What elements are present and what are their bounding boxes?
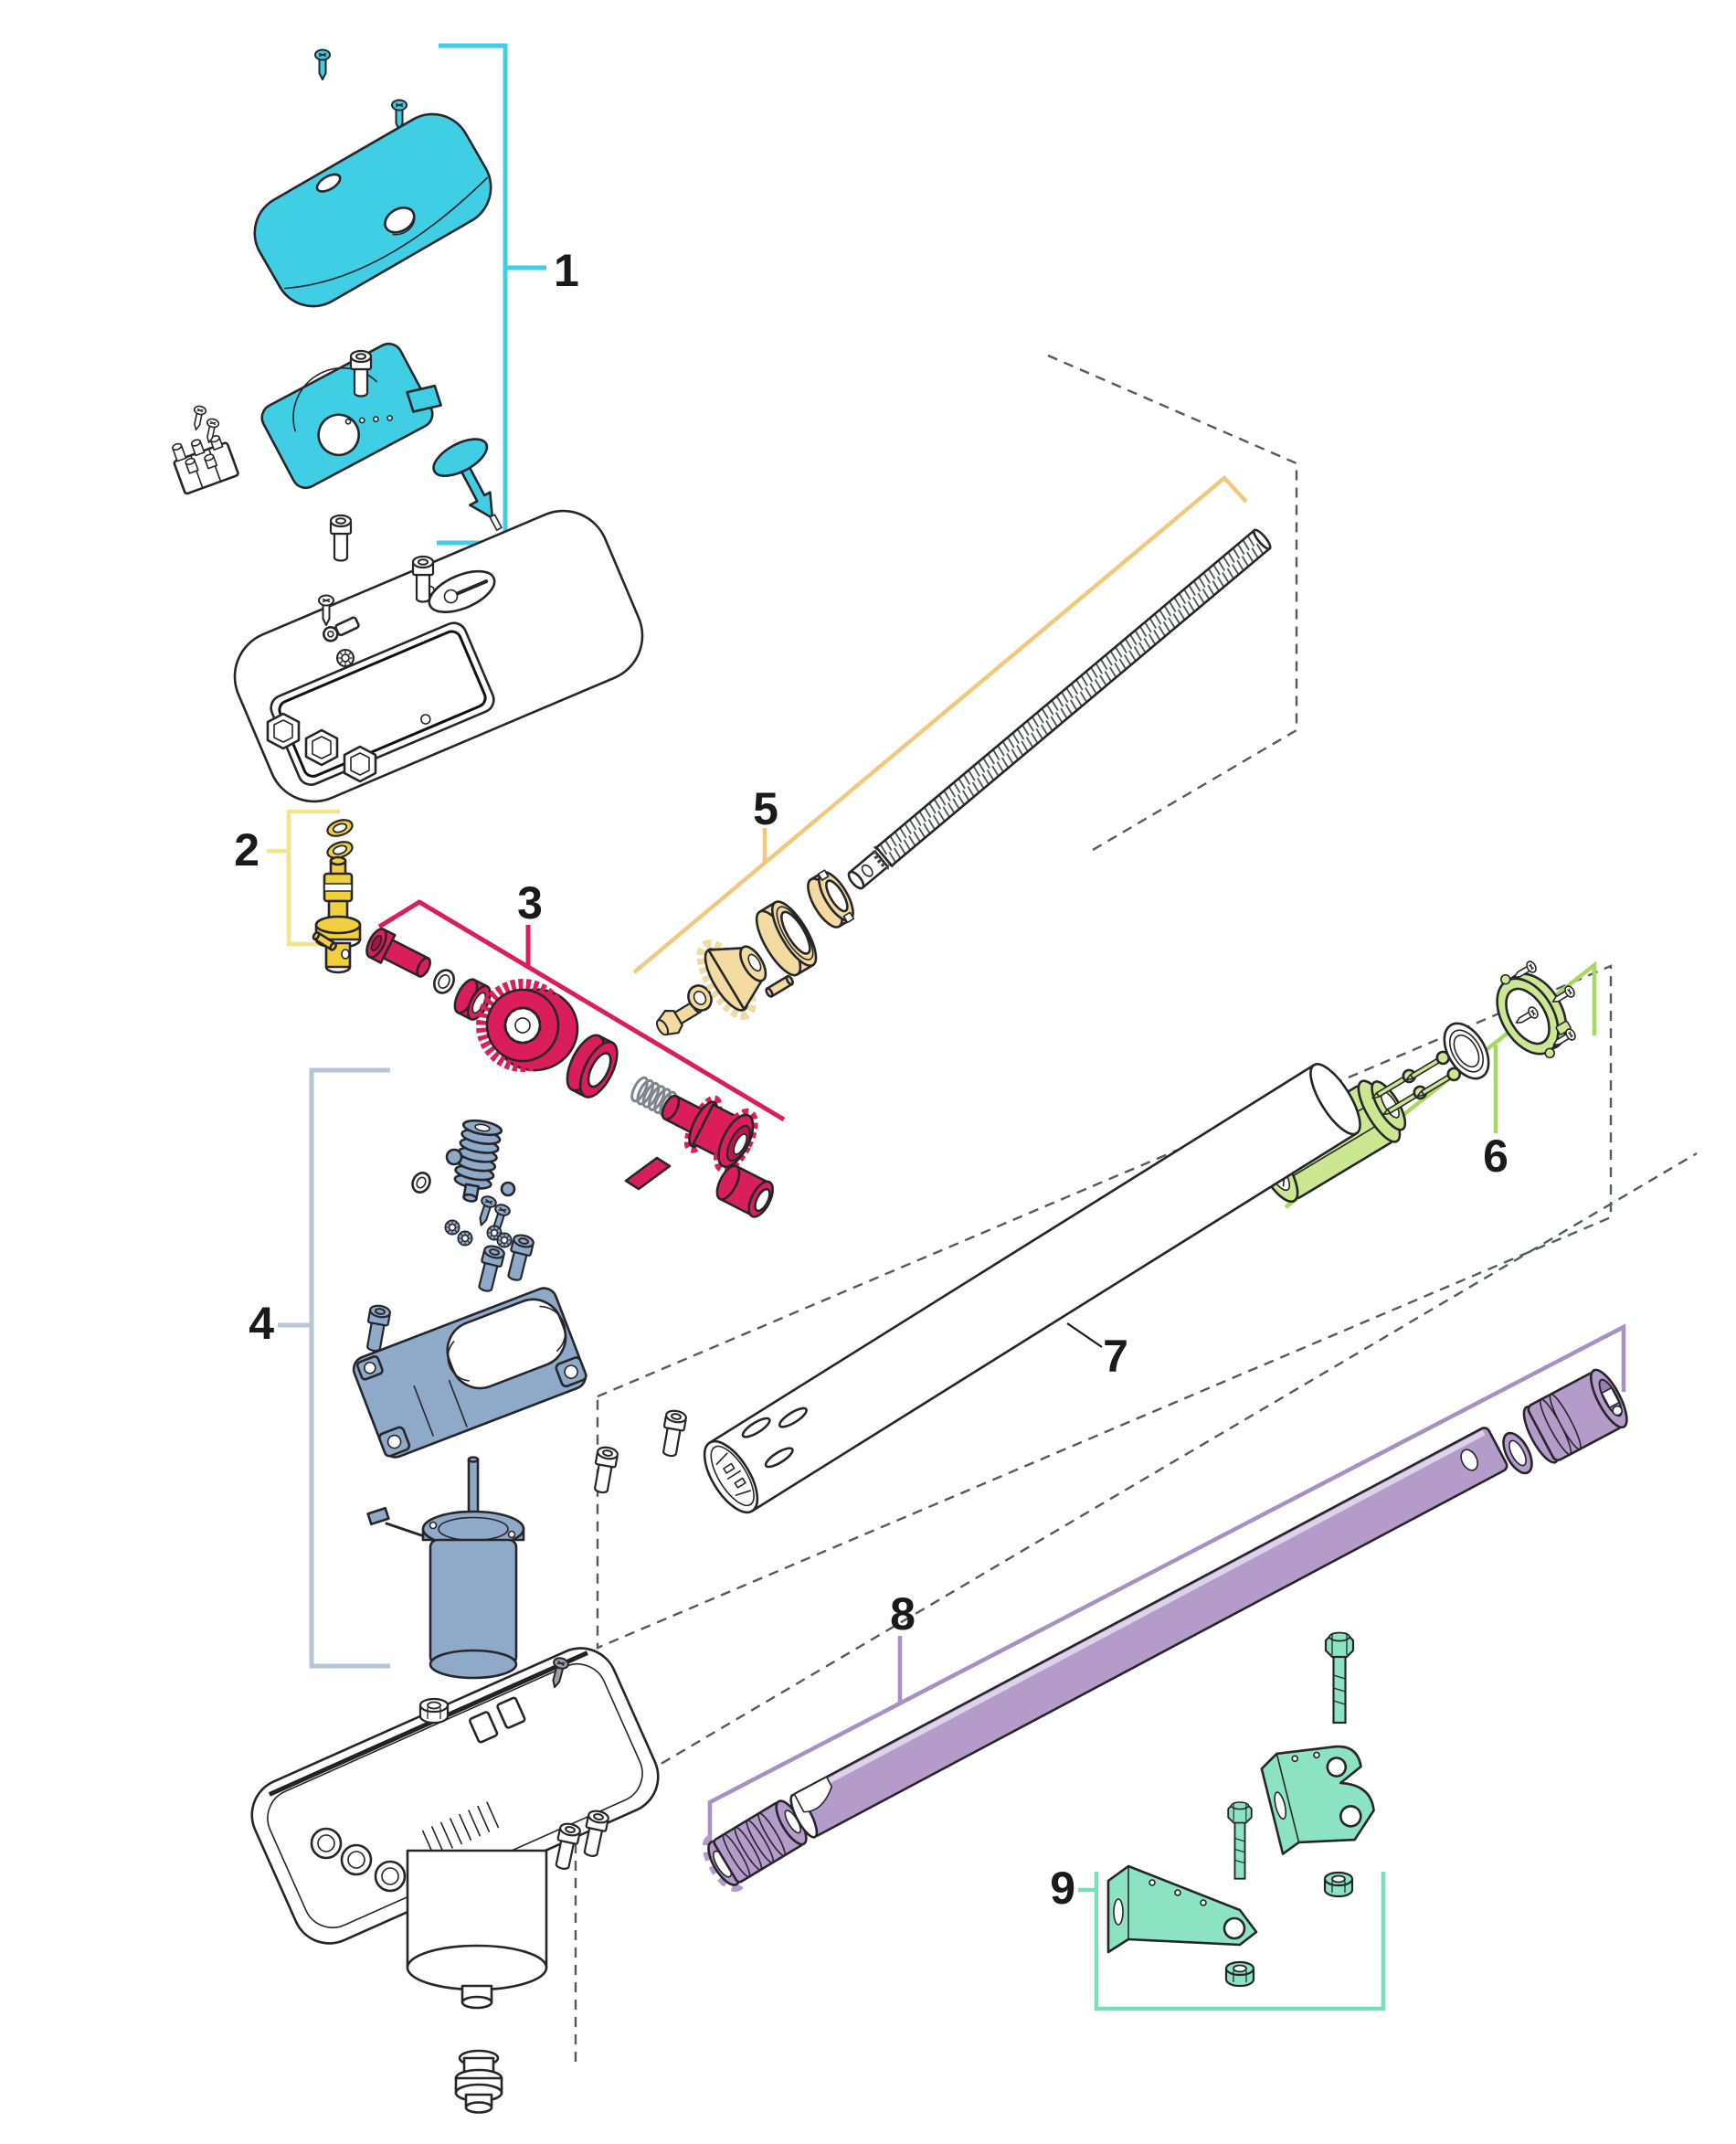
motor [366, 1456, 525, 1680]
label-group-1: 1 [554, 245, 579, 296]
rod-end-piston [1522, 1368, 1628, 1464]
group-5-lead-screw-set [651, 528, 1272, 1042]
housing-allen-bolt-1 [329, 514, 353, 562]
tube-callout-line [1066, 1322, 1103, 1348]
gear-bushing [566, 1034, 619, 1099]
group-1-cover-kit [172, 48, 503, 531]
cable-gland [454, 2049, 503, 2114]
terminal-block [172, 435, 239, 495]
drive-nut [702, 1799, 808, 1893]
group-3-gear-train [365, 928, 774, 1218]
label-group-4: 4 [249, 1298, 274, 1349]
bevel-gear [696, 939, 767, 1020]
base-allen-2 [658, 1408, 688, 1459]
group-2-lock-cylinder [312, 815, 362, 974]
screw-bearing [755, 900, 818, 977]
front-bracket [1260, 1745, 1375, 1855]
group-7-outer-tube [703, 1063, 1361, 1514]
group-9-bracket [1078, 1872, 1386, 2011]
lock-oring-1 [324, 815, 355, 841]
star-washer [336, 649, 355, 667]
inner-cover [260, 342, 442, 490]
main-spur-gear [476, 979, 579, 1072]
base-hex-nut [418, 1697, 450, 1725]
ring-nut [807, 869, 855, 929]
bracket-bolt-short [1227, 1801, 1253, 1880]
ring-terminal [323, 616, 360, 642]
base-allen-1 [589, 1445, 619, 1495]
gearbox-allen-3 [362, 1303, 392, 1353]
small-oring [433, 969, 455, 994]
cooling-fins [421, 1801, 500, 1857]
label-group-8: 8 [890, 1588, 916, 1640]
bevel-pin [765, 974, 794, 998]
housing-hex-recesses [266, 712, 377, 783]
lock-washer-2 [457, 1230, 473, 1247]
gearbox-pan-screw-1 [473, 1194, 499, 1229]
bevel-washer [687, 984, 713, 1012]
coupler-screws [1371, 1050, 1462, 1116]
label-group-5: 5 [753, 783, 778, 834]
label-group-7: 7 [1103, 1331, 1128, 1382]
bracket-nut-1 [1323, 1871, 1354, 1898]
base-ports [310, 1827, 407, 1893]
group-4-bracket [278, 1067, 390, 1669]
group-3-bracket [377, 899, 786, 1122]
worm-gear [453, 1119, 503, 1203]
group-5-bracket [632, 474, 1248, 974]
release-key [432, 438, 503, 531]
upper-housing [233, 509, 644, 803]
lower-housing [250, 1647, 660, 2114]
rod-oring [1502, 1431, 1533, 1475]
drive-key [624, 1156, 672, 1191]
group-8-bracket [707, 1323, 1626, 1858]
label-group-2: 2 [234, 824, 259, 876]
rear-bracket [1106, 1864, 1258, 1954]
gearbox-allen-1 [473, 1243, 507, 1294]
seal-ring [1443, 1022, 1490, 1080]
rod [789, 1427, 1508, 1839]
gearbox-housing [352, 1287, 587, 1459]
group-4-gearmotor [352, 1119, 688, 1680]
group-8-rod-assembly [702, 1368, 1628, 1893]
housing-allen-bolt-2 [411, 555, 435, 603]
bracket-bolt-long [1324, 1631, 1355, 1725]
dashed-plane-screw [1047, 354, 1298, 852]
spacer-pin [500, 1181, 516, 1197]
terminal-screw-1 [189, 404, 207, 432]
cover-screw-1 [314, 48, 331, 80]
white-washer [411, 1172, 431, 1194]
worm-pin [445, 1148, 463, 1166]
top-cover [253, 112, 492, 308]
label-group-6: 6 [1483, 1130, 1508, 1182]
shoulder-bolt [365, 928, 431, 978]
bracket-nut-2 [1224, 1960, 1255, 1988]
lock-washer-1 [444, 1219, 460, 1236]
lead-screw [847, 528, 1272, 890]
lock-washer-4 [496, 1232, 513, 1248]
group-2-bracket [267, 809, 340, 947]
cover-allen-bolt [349, 349, 373, 398]
end-bushing [715, 1164, 774, 1218]
motor-cup [406, 1849, 548, 2010]
group-1-bracket [437, 43, 546, 546]
lock-cylinder-body [314, 855, 362, 974]
label-group-9: 9 [1050, 1863, 1075, 1914]
group-9-bracket-kit [1106, 1631, 1375, 1988]
label-group-3: 3 [517, 877, 543, 929]
lock-pin [312, 931, 337, 951]
clutch-gear-assembly [661, 1094, 758, 1173]
